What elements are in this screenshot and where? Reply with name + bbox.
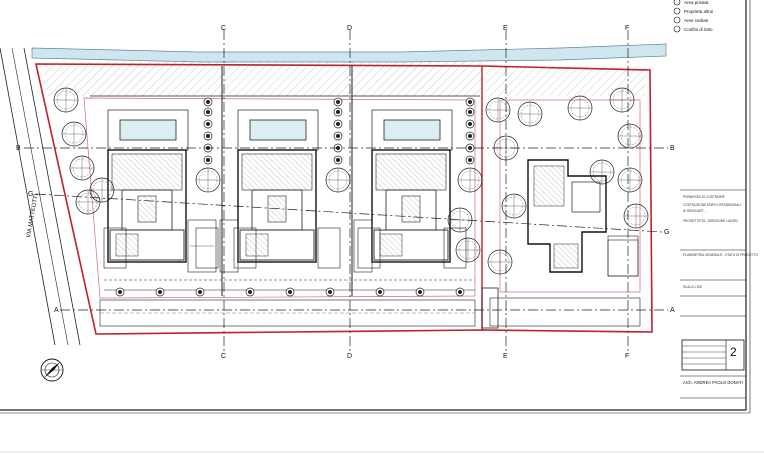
section-label-g-right: G xyxy=(664,229,669,236)
title-block: PERMESSO DI COSTRUIRE COSTRUZIONE EDIFIC… xyxy=(680,189,759,399)
section-label-d-bottom: D xyxy=(347,353,352,360)
legend-item-1: Area privata xyxy=(684,0,709,5)
section-label-c-bottom: C xyxy=(221,353,226,360)
canal xyxy=(31,43,667,63)
section-label-e-top: E xyxy=(503,25,508,32)
legend: Area privata Proprieta altrui Aree cedut… xyxy=(673,0,713,33)
hatched-strip-east xyxy=(486,66,646,96)
title-line-1: PERMESSO DI COSTRUIRE xyxy=(683,195,725,199)
house-unit-1 xyxy=(107,109,217,273)
legend-item-2: Proprieta altrui xyxy=(684,9,713,14)
section-label-f-top: F xyxy=(625,25,629,32)
legend-symbol-1 xyxy=(673,0,681,6)
section-label-a-right: A xyxy=(670,307,675,314)
title-line-4: PROGETTISTA - DIREZIONE LAVORI xyxy=(683,219,738,223)
legend-item-3: Aree cedute xyxy=(684,18,709,23)
house-unit-2 xyxy=(219,109,319,273)
section-label-g-left: G xyxy=(28,191,33,198)
title-line-5: PLANIMETRIA GENERALE - STATO DI PROGETTO xyxy=(683,253,759,257)
property-boundary xyxy=(35,63,653,335)
lot-dividers xyxy=(90,66,480,296)
sheet-number: 2 xyxy=(730,345,737,359)
legend-symbol-4 xyxy=(673,25,681,33)
north-arrow-icon xyxy=(40,358,64,382)
legend-item-4: Confini di lotto xyxy=(684,27,713,32)
section-label-e-bottom: E xyxy=(503,353,508,360)
south-road xyxy=(99,287,641,329)
section-label-c-top: C xyxy=(221,25,226,32)
section-label-f-bottom: F xyxy=(625,353,629,360)
section-label-b-right: B xyxy=(670,145,675,152)
street xyxy=(0,47,81,346)
section-label-b-left: B xyxy=(16,145,21,152)
title-line-6: SCALA 1:200 xyxy=(683,285,702,289)
sheet-border xyxy=(0,0,764,453)
legend-symbol-2 xyxy=(673,7,681,15)
house-unit-4 xyxy=(527,159,639,277)
house-unit-3 xyxy=(353,109,453,273)
section-lines xyxy=(24,30,668,352)
section-markers: C D E F C D E F B G A B G A xyxy=(16,25,675,360)
section-label-d-top: D xyxy=(347,25,352,32)
section-label-a-left: A xyxy=(54,307,59,314)
title-line-2: COSTRUZIONE EDIFICI RESIDENZIALI xyxy=(683,203,741,207)
architect-name: Arch. ANDREA PAOLO DONATI xyxy=(683,380,743,385)
hatched-strip xyxy=(44,62,482,96)
title-line-3: AI SENSI ART. ... xyxy=(683,209,708,213)
legend-symbol-3 xyxy=(673,16,681,24)
